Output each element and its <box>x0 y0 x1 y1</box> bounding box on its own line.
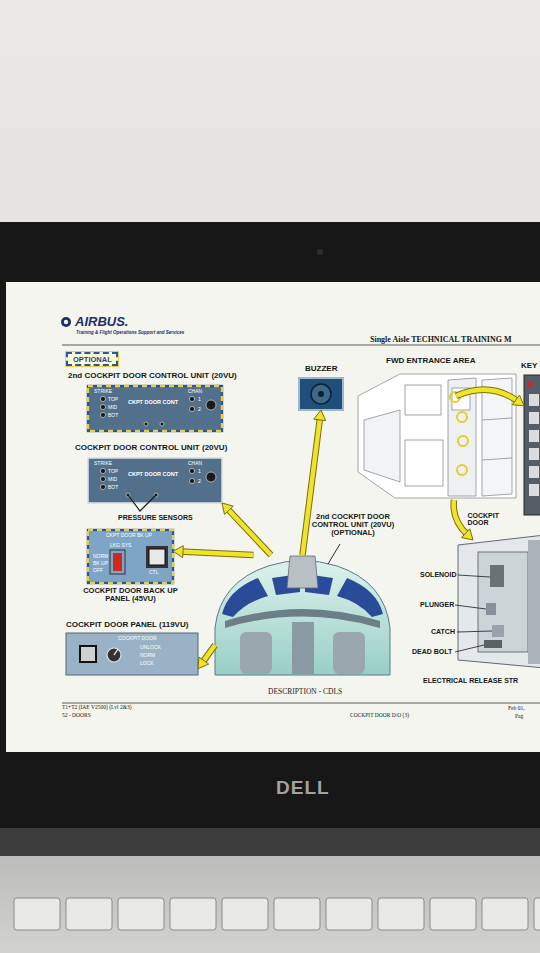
optional-tag: OPTIONAL <box>66 352 118 366</box>
arrow-shaft <box>454 500 468 535</box>
panel-label: CTL <box>149 570 158 575</box>
arrow-head <box>512 395 524 406</box>
node-label: KEY <box>521 362 537 370</box>
arrow-outline <box>227 508 271 555</box>
brand-logo: DELL <box>276 778 330 798</box>
panel-label: 1 <box>198 397 201 402</box>
arrow-head <box>314 410 326 421</box>
part-name: PLUNGER <box>420 601 454 608</box>
entrance-view: FWD ENTRANCE AREA <box>356 370 456 500</box>
arrow-shaft <box>456 390 518 402</box>
edge-label: COCKPIT DOOR <box>468 512 504 527</box>
callout-arrow <box>198 645 215 669</box>
brand-logo: AIRBUS. <box>75 315 128 329</box>
panel-label: CHAN <box>188 461 202 466</box>
arrow-outline <box>180 552 254 555</box>
node-label: COCKPIT DOOR PANEL (119VU) <box>66 621 188 629</box>
callout-arrow <box>303 410 326 555</box>
panel-label: TOP <box>108 469 118 474</box>
arrow-head <box>462 529 473 540</box>
footer-text: Feb 01, <box>508 706 525 712</box>
panel-label: NORM <box>140 653 155 658</box>
panel-label: OFF <box>93 568 103 573</box>
arrow-head <box>198 657 209 669</box>
figure-caption: DESCRIPTION - CDLS <box>268 688 342 696</box>
panel-label: COCKPIT DOOR <box>118 636 157 641</box>
node-label: ELECTRICAL RELEASE STR <box>423 677 518 684</box>
panel-label: BK UP <box>93 561 108 566</box>
panel-label: CHAN <box>188 389 202 394</box>
panel-label: 2 <box>198 479 201 484</box>
footer-text: 52 - DOORS <box>62 713 91 719</box>
panel-label: LKG SYS <box>110 543 131 548</box>
panel-label: 2 <box>198 407 201 412</box>
door-panel: COCKPIT DOOR PANEL (119VU)COCKPIT DOORUN… <box>66 633 198 675</box>
subtitle: Training & Flight Operations Support and… <box>76 331 184 336</box>
door-mechanism: ELECTRICAL RELEASE STR <box>455 540 540 665</box>
arrow-outline <box>202 645 215 663</box>
panel-label: NORM <box>93 554 108 559</box>
backup-panel: CKPT DOOR BK UPLKG SYSNORMBK UPOFFCTLCOC… <box>88 530 173 583</box>
panel-label: CKPT DOOR CONT <box>128 472 178 478</box>
panel-label: LOCK <box>140 661 154 666</box>
panel-label: BOT <box>108 485 118 490</box>
keypad: KEY <box>524 375 540 515</box>
arrow-head <box>222 503 233 514</box>
manual-title: Single Aisle TECHNICAL TRAINING M <box>370 336 512 344</box>
arrow-head <box>173 546 183 558</box>
control-panel: COCKPIT DOOR CONTROL UNIT (20VU)STRIKETO… <box>88 458 222 503</box>
panel-label: TOP <box>108 397 118 402</box>
callout-arrow <box>222 503 271 555</box>
panel-label: BOT <box>108 413 118 418</box>
node-label: FWD ENTRANCE AREA <box>386 357 475 365</box>
part-name: CATCH <box>431 628 455 635</box>
part-name: DEAD BOLT <box>412 648 452 655</box>
panel-label: CKPT DOOR CONT <box>128 400 178 406</box>
node-label: COCKPIT DOOR CONTROL UNIT (20VU) <box>75 444 227 452</box>
node-label: 2nd COCKPIT DOOR CONTROL UNIT (20VU) <box>68 372 237 380</box>
arrow-shaft <box>303 417 321 555</box>
arrow-shaft <box>180 552 254 555</box>
panel-label: MID <box>108 477 117 482</box>
footer-text: COCKPIT DOOR D/O (3) <box>350 713 409 719</box>
panel-label: COCKPIT DOOR BACK UP PANEL (45VU) <box>83 587 178 603</box>
node-label: OPTIONAL <box>73 356 112 364</box>
part-name: SOLENOID <box>420 571 457 578</box>
arrow-shaft <box>202 645 215 663</box>
panel-label: UNLOCK <box>140 645 161 650</box>
control-panel: 2nd COCKPIT DOOR CONTROL UNIT (20VU)STRI… <box>88 386 222 431</box>
cockpit-view: 2nd COCKPIT DOOR CONTROL UNIT (20VU) (OP… <box>215 555 390 675</box>
arrow-outline <box>454 500 468 535</box>
footer-text: T1+T2 (IAE V2500) (Lvl 2&3) <box>62 705 132 711</box>
panel-label: STRIKE <box>94 461 112 466</box>
arrow-outline <box>303 417 321 555</box>
node-label: CKPT DOOR BK UP <box>106 533 152 538</box>
arrow-outline <box>456 390 518 402</box>
callout-arrow <box>456 390 524 406</box>
part-name: PRESSURE SENSORS <box>118 514 193 521</box>
footer-text: Pag <box>515 714 523 720</box>
buzzer-box: BUZZER <box>299 378 343 410</box>
node-label: 2nd COCKPIT DOOR CONTROL UNIT (20VU) (OP… <box>307 513 399 537</box>
panel-label: 1 <box>198 469 201 474</box>
node-label: BUZZER <box>305 365 337 373</box>
panel-label: STRIKE <box>94 389 112 394</box>
panel-label: MID <box>108 405 117 410</box>
arrow-shaft <box>227 508 271 555</box>
callout-arrow <box>173 546 254 558</box>
